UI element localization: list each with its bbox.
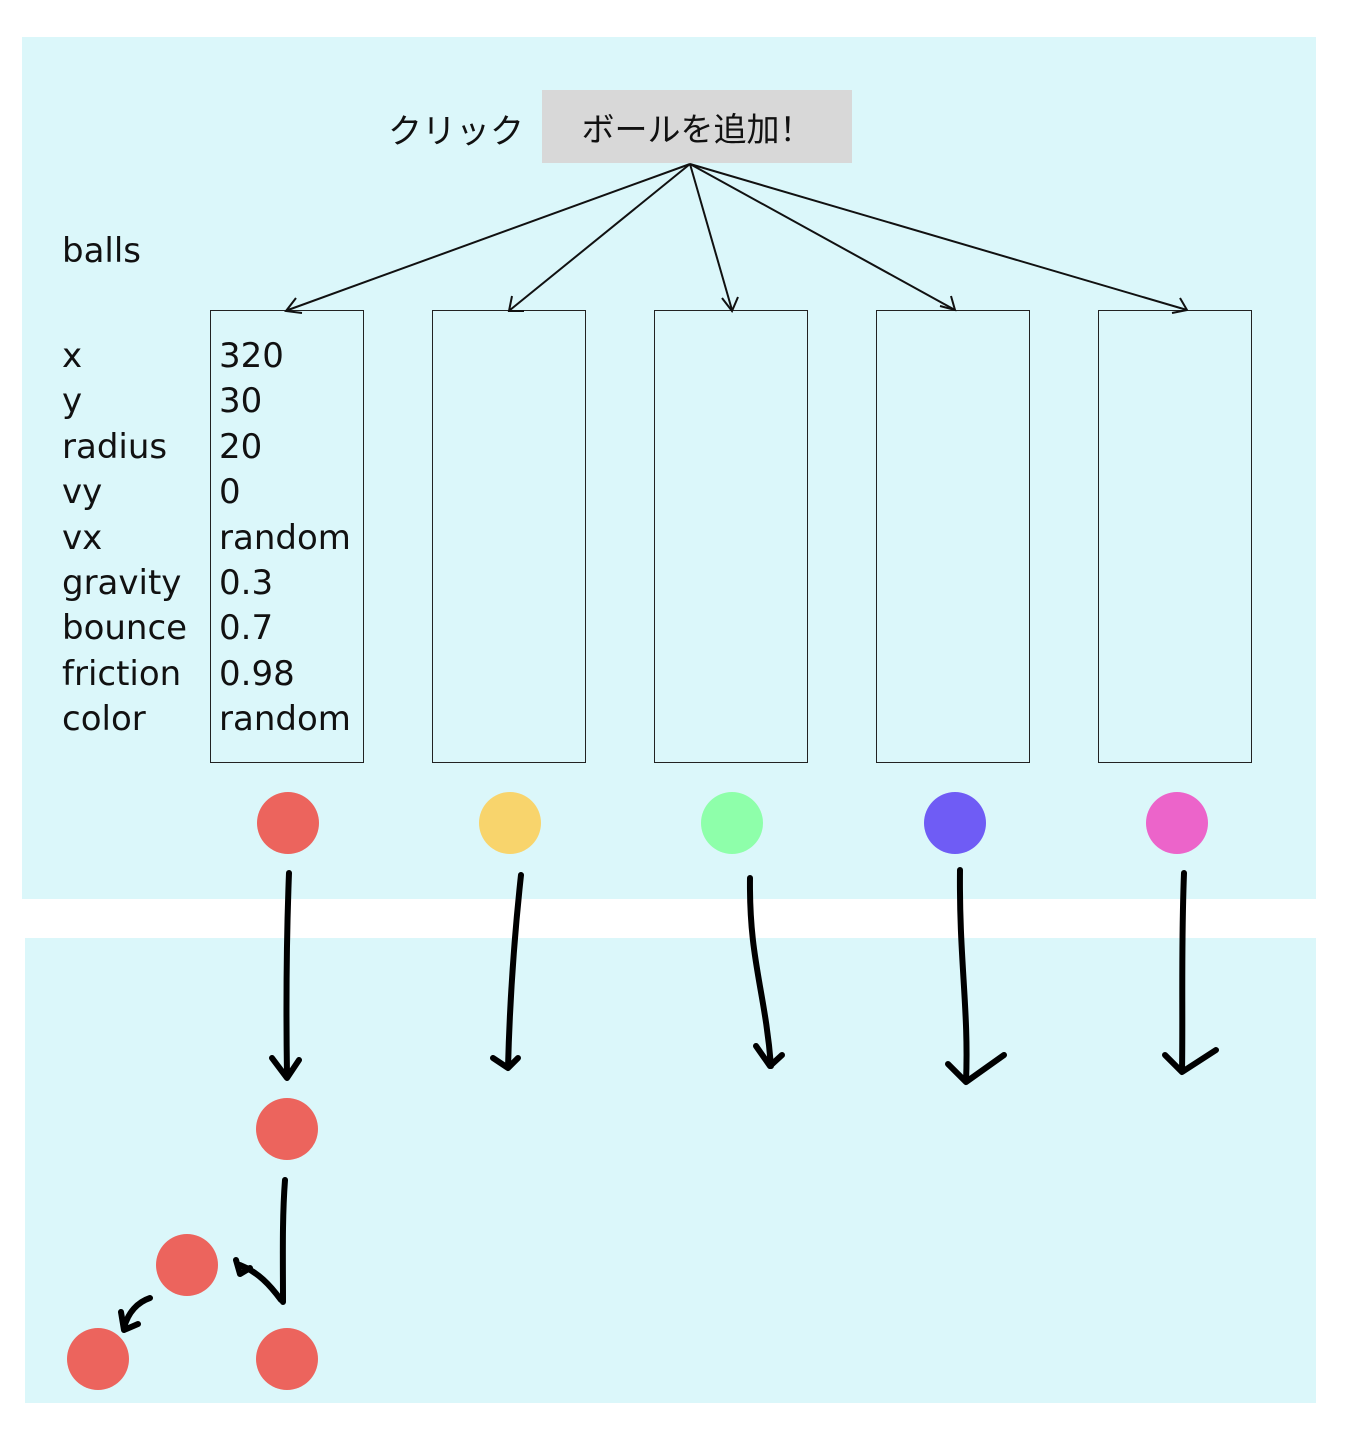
- property-name: gravity: [62, 563, 182, 604]
- property-name: y: [62, 381, 83, 422]
- bottom-panel: [25, 938, 1316, 1403]
- property-name: color: [62, 699, 146, 740]
- property-name: friction: [62, 653, 182, 694]
- property-value: 0.3: [219, 563, 274, 604]
- property-value: 0.98: [219, 653, 295, 694]
- property-name: radius: [62, 426, 168, 467]
- property-value: random: [219, 699, 351, 740]
- property-name: x: [62, 336, 83, 376]
- property-values: 320 30 20 0 random 0.3 0.7 0.98 random: [219, 334, 351, 743]
- property-value: 20: [219, 426, 263, 467]
- property-names: x y radius vy vx gravity bounce friction…: [62, 334, 187, 743]
- property-name: bounce: [62, 608, 188, 649]
- ball-box-4: [876, 310, 1030, 763]
- ball-box-2: [432, 310, 586, 763]
- property-name: vy: [62, 472, 103, 513]
- property-value: 30: [219, 381, 263, 422]
- click-label: クリック: [388, 112, 524, 152]
- array-label: balls: [62, 231, 142, 271]
- property-value: random: [219, 517, 351, 558]
- property-value: 320: [219, 336, 284, 376]
- property-value: 0.7: [219, 608, 274, 649]
- add-ball-button[interactable]: ボールを追加！: [542, 90, 852, 163]
- ball-box-5: [1098, 310, 1252, 763]
- property-value: 0: [219, 472, 241, 513]
- property-name: vx: [62, 517, 103, 558]
- ball-box-3: [654, 310, 808, 763]
